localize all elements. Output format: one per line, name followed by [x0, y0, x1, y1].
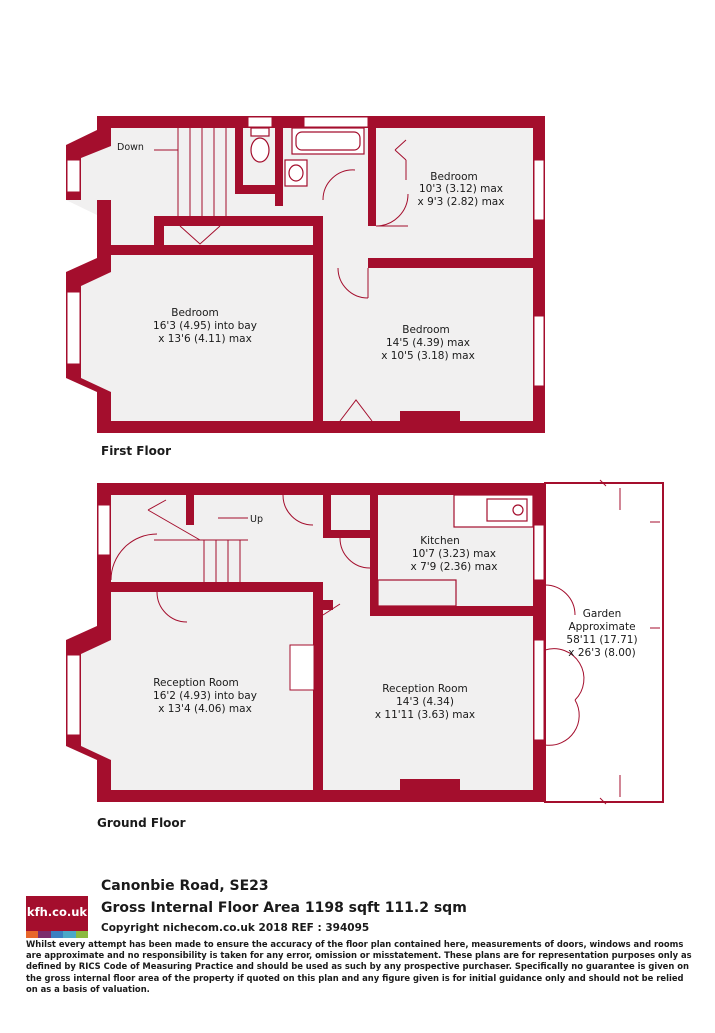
bedroom-2-name: Bedroom: [171, 307, 219, 319]
bedroom-2-dims: 16'3 (4.95) into bay: [153, 320, 257, 332]
reception-2-dims2: x 11'11 (3.63) max: [375, 709, 475, 721]
logo-bar: [26, 931, 39, 938]
bedroom-3-dims2: x 10'5 (3.18) max: [381, 350, 475, 362]
first-floor-fill: [66, 116, 545, 433]
first-floor-plan: Down Bedroom 10'3 (3.12) max x 9'3 (2.82…: [66, 116, 545, 458]
garden-name: Garden: [583, 608, 621, 620]
reception-1-name: Reception Room: [153, 677, 239, 689]
first-floor-stairs: [154, 128, 227, 216]
ground-floor-label: Ground Floor: [97, 816, 186, 830]
ground-floor-stairs: [147, 499, 248, 582]
kitchen-dims: 10'7 (3.23) max: [412, 548, 496, 560]
footer: kfh.co.uk Canonbie Road, SE23 Gross Inte…: [0, 872, 715, 1033]
kitchen-name: Kitchen: [420, 535, 459, 547]
logo-color-bars: [26, 931, 89, 938]
reception-2-name: Reception Room: [382, 683, 468, 695]
logo-bar: [50, 931, 64, 938]
first-floor-doors: [179, 139, 409, 422]
ground-floor-fill: [66, 483, 545, 802]
garden-markers: [599, 479, 660, 805]
bedroom-1-dims2: x 9'3 (2.82) max: [418, 196, 505, 208]
bedroom-2-dims2: x 13'6 (4.11) max: [158, 333, 252, 345]
kfh-logo: kfh.co.uk: [26, 896, 89, 938]
property-address: Canonbie Road, SE23: [101, 878, 269, 894]
logo-text: kfh.co.uk: [26, 905, 88, 919]
ground-floor-windows: [66, 504, 545, 741]
first-floor-bathroom-fixtures: [250, 127, 365, 187]
ground-floor-doors: [110, 494, 585, 746]
first-floor-windows: [66, 116, 545, 387]
copyright-notice: Copyright nichecom.co.uk 2018 REF : 3940…: [101, 922, 370, 934]
kitchen-fixtures: [377, 494, 534, 607]
logo-bar: [38, 931, 51, 938]
ground-floor-plan: Up Kitchen 10'7 (3.23) max x 7'9 (2.36) …: [66, 479, 664, 830]
floor-area: Gross Internal Floor Area 1198 sqft 111.…: [101, 900, 467, 916]
garden-width: x 26'3 (8.00): [568, 647, 635, 659]
kitchen-dims2: x 7'9 (2.36) max: [411, 561, 498, 573]
bedroom-1-dims: 10'3 (3.12) max: [419, 183, 503, 195]
garden-length: 58'11 (17.71): [566, 634, 637, 646]
reception-1-dims2: x 13'4 (4.06) max: [158, 703, 252, 715]
bedroom-3-name: Bedroom: [402, 324, 450, 336]
logo-bar: [63, 931, 76, 938]
logo-bar: [75, 931, 89, 938]
bedroom-3-dims: 14'5 (4.39) max: [386, 337, 470, 349]
floor-plan: Down Bedroom 10'3 (3.12) max x 9'3 (2.82…: [66, 116, 664, 830]
stairs-down-label: Down: [117, 142, 144, 153]
first-floor-label: First Floor: [101, 444, 171, 458]
bedroom-1-name: Bedroom: [430, 171, 478, 183]
reception-2-dims: 14'3 (4.34): [396, 696, 454, 708]
garden-approx: Approximate: [568, 621, 635, 633]
garden-area: [544, 482, 664, 803]
disclaimer-text: Whilst every attempt has been made to en…: [26, 939, 692, 994]
reception-1-dims: 16'2 (4.93) into bay: [153, 690, 257, 702]
stairs-up-label: Up: [250, 514, 263, 525]
